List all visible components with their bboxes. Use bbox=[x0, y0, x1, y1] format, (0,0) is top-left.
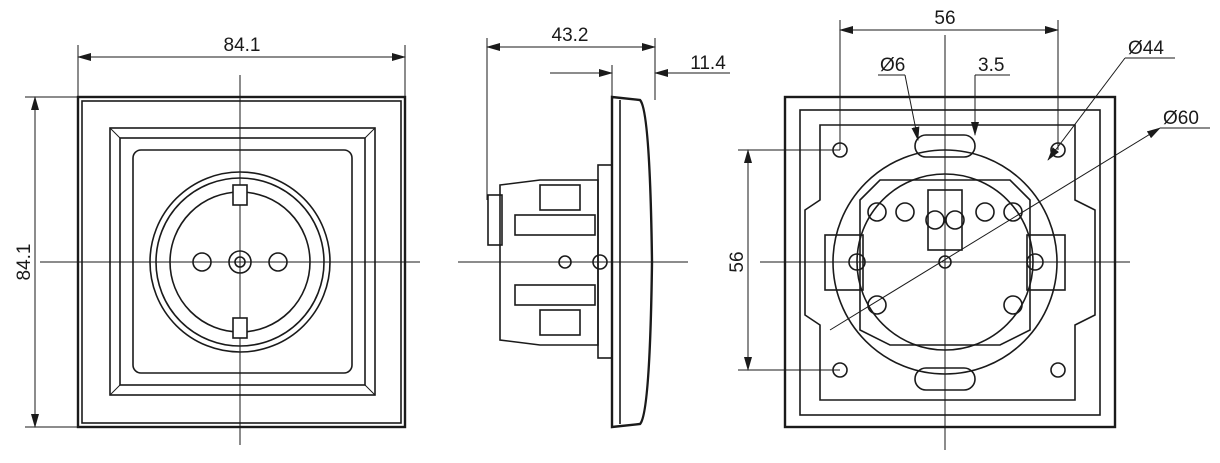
socket-plate bbox=[132, 149, 353, 374]
side-frame bbox=[610, 95, 654, 429]
hole-spacing-h-label: 56 bbox=[934, 8, 955, 29]
hole-diameter-label: Ø6 bbox=[880, 55, 905, 76]
back-view: 56 56 Ø6 3.5 Ø44 Ø60 bbox=[727, 8, 1210, 450]
depth-label: 43.2 bbox=[552, 25, 589, 46]
front-view: 84.1 84.1 bbox=[14, 35, 420, 445]
socket-rim bbox=[149, 171, 331, 353]
earth-clip-bottom bbox=[232, 317, 248, 339]
terminal-screws bbox=[848, 202, 1044, 315]
diameter-44-label: Ø44 bbox=[1128, 38, 1164, 59]
pin-hole-left bbox=[192, 252, 212, 272]
height-label: 84.1 bbox=[14, 244, 35, 281]
earth-clip-top bbox=[232, 184, 248, 206]
diameter-60-leader bbox=[829, 127, 1161, 331]
circle-60 bbox=[832, 149, 1058, 375]
slot-label: 3.5 bbox=[978, 55, 1004, 76]
mechanism-body bbox=[499, 179, 599, 346]
mounting-plate bbox=[804, 124, 1096, 401]
center-screw bbox=[228, 250, 252, 274]
frame-label: 11.4 bbox=[690, 53, 726, 74]
mechanism-core bbox=[859, 179, 1031, 346]
pin-hole-right bbox=[268, 252, 288, 272]
side-view: 43.2 11.4 bbox=[458, 25, 730, 429]
hole-spacing-v-label: 56 bbox=[727, 251, 748, 272]
mount-hole bbox=[1050, 362, 1066, 378]
outer-frame bbox=[76, 95, 407, 429]
circle-44 bbox=[856, 173, 1034, 351]
width-label: 84.1 bbox=[224, 35, 261, 56]
back-frame bbox=[783, 95, 1117, 429]
inner-frame bbox=[109, 127, 376, 396]
diameter-44-leader bbox=[1047, 57, 1126, 161]
diameter-60-label: Ø60 bbox=[1163, 108, 1199, 129]
